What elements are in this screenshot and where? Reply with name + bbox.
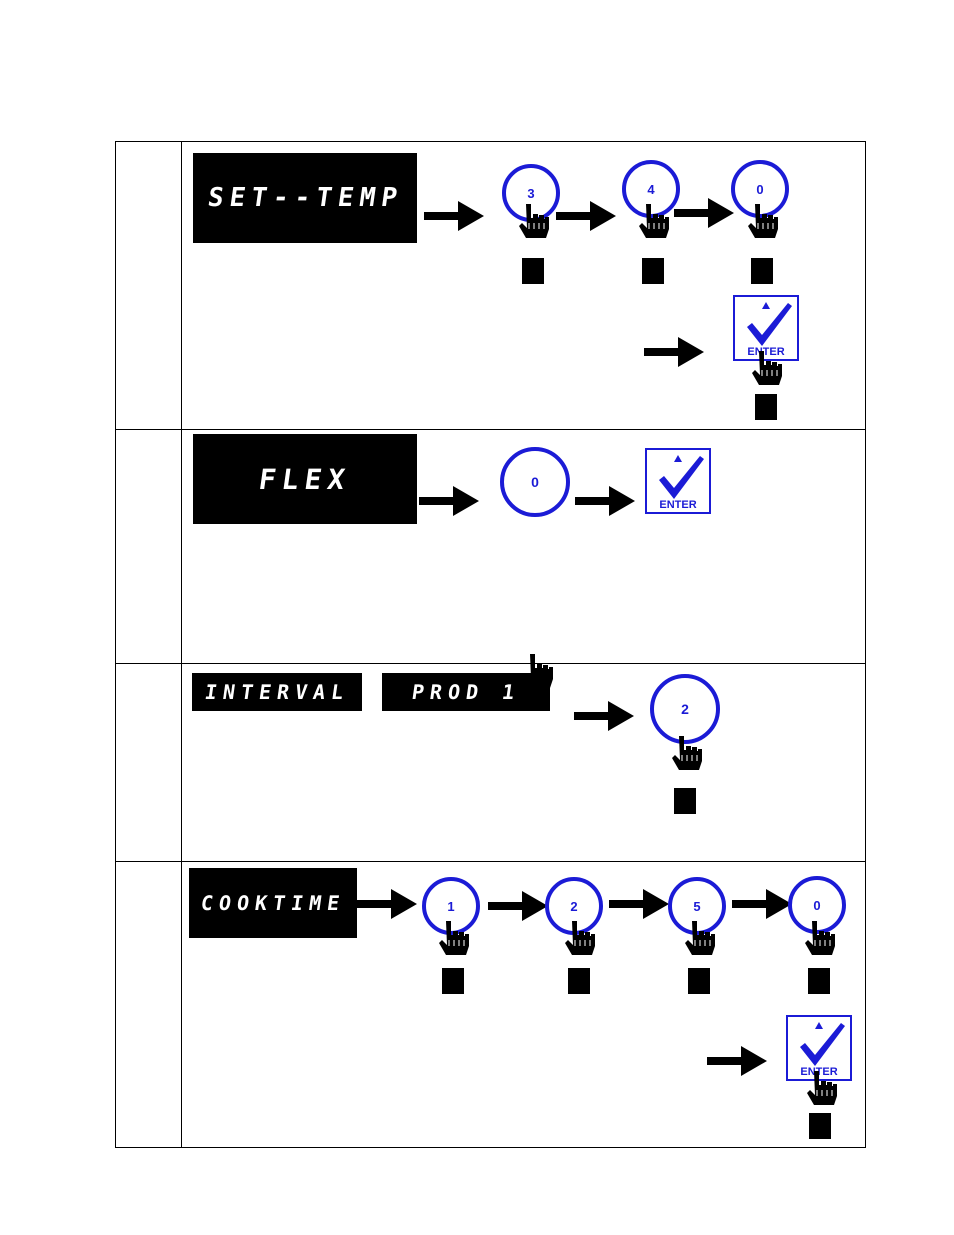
right-arrow-icon: [424, 201, 484, 231]
right-arrow-icon: [488, 891, 548, 921]
right-arrow-icon: [556, 201, 616, 231]
right-arrow-icon: [574, 701, 634, 731]
display-flex: FLEX: [193, 434, 417, 524]
enter-button[interactable]: ENTER: [645, 448, 711, 514]
right-arrow-icon: [644, 337, 704, 367]
pointing-hand-icon: [670, 736, 702, 770]
pointing-hand-icon: [683, 921, 715, 955]
pointing-hand-icon: [803, 921, 835, 955]
up-triangle-icon: [762, 302, 770, 309]
pointing-hand-icon: [563, 921, 595, 955]
key-label: 0: [756, 181, 764, 197]
step-marker: [522, 258, 544, 284]
right-arrow-icon: [575, 486, 635, 516]
step-marker: [809, 1113, 831, 1139]
display-text: PROD 1: [410, 680, 522, 704]
display-text: SET--TEMP: [205, 183, 405, 213]
key-label: 0: [813, 897, 821, 913]
key-2-button[interactable]: 2: [650, 674, 720, 744]
up-triangle-icon: [815, 1022, 823, 1029]
display-interval: INTERVAL: [192, 673, 362, 711]
steps-table: SET--TEMP 3 4 0 ENTER FLEX 0: [115, 141, 866, 1148]
key-label: 5: [693, 898, 701, 914]
right-arrow-icon: [609, 889, 669, 919]
display-text: INTERVAL: [203, 680, 351, 704]
up-triangle-icon: [674, 455, 682, 462]
step-marker: [688, 968, 710, 994]
key-label: 2: [681, 701, 689, 717]
key-label: 1: [447, 898, 455, 914]
pointing-hand-icon: [637, 204, 669, 238]
pointing-hand-icon: [805, 1071, 837, 1105]
right-arrow-icon: [357, 889, 417, 919]
key-label: 4: [647, 181, 655, 197]
step-marker: [442, 968, 464, 994]
step-marker: [642, 258, 664, 284]
key-0-button[interactable]: 0: [500, 447, 570, 517]
pointing-hand-icon: [437, 921, 469, 955]
display-text: FLEX: [256, 462, 354, 496]
step-row-flex: FLEX 0 ENTER: [116, 430, 865, 664]
step-marker: [755, 394, 777, 420]
pointing-hand-icon: [746, 204, 778, 238]
right-arrow-icon: [732, 889, 792, 919]
enter-label: ENTER: [747, 346, 785, 358]
right-arrow-icon: [419, 486, 479, 516]
enter-checkmark-icon: [798, 1023, 846, 1067]
pointing-hand-icon: [750, 351, 782, 385]
display-cooktime: COOKTIME: [189, 868, 357, 938]
display-text: COOKTIME: [199, 891, 347, 915]
step-marker: [808, 968, 830, 994]
step-marker: [751, 258, 773, 284]
enter-label: ENTER: [659, 499, 697, 511]
step-marker: [568, 968, 590, 994]
enter-button[interactable]: ENTER: [786, 1015, 852, 1081]
right-arrow-icon: [707, 1046, 767, 1076]
step-row-interval: INTERVAL PROD 1 2: [116, 664, 865, 862]
key-label: 2: [570, 898, 578, 914]
step-number-column: [181, 862, 182, 1147]
pointing-hand-icon: [517, 204, 549, 238]
right-arrow-icon: [674, 198, 734, 228]
enter-checkmark-icon: [657, 456, 705, 500]
step-number-column: [181, 430, 182, 663]
step-number-column: [181, 142, 182, 429]
step-row-set-temp: SET--TEMP 3 4 0 ENTER: [116, 142, 865, 430]
key-5-button[interactable]: 5: [668, 877, 726, 935]
step-marker: [674, 788, 696, 814]
step-row-cooktime: COOKTIME 1 2 5 0 ENTER: [116, 862, 865, 1147]
display-set-temp: SET--TEMP: [193, 153, 417, 243]
enter-button[interactable]: ENTER: [733, 295, 799, 361]
step-number-column: [181, 664, 182, 861]
enter-checkmark-icon: [745, 303, 793, 347]
key-label: 0: [531, 474, 539, 490]
display-prod-1: PROD 1: [382, 673, 550, 711]
key-label: 3: [527, 185, 535, 201]
